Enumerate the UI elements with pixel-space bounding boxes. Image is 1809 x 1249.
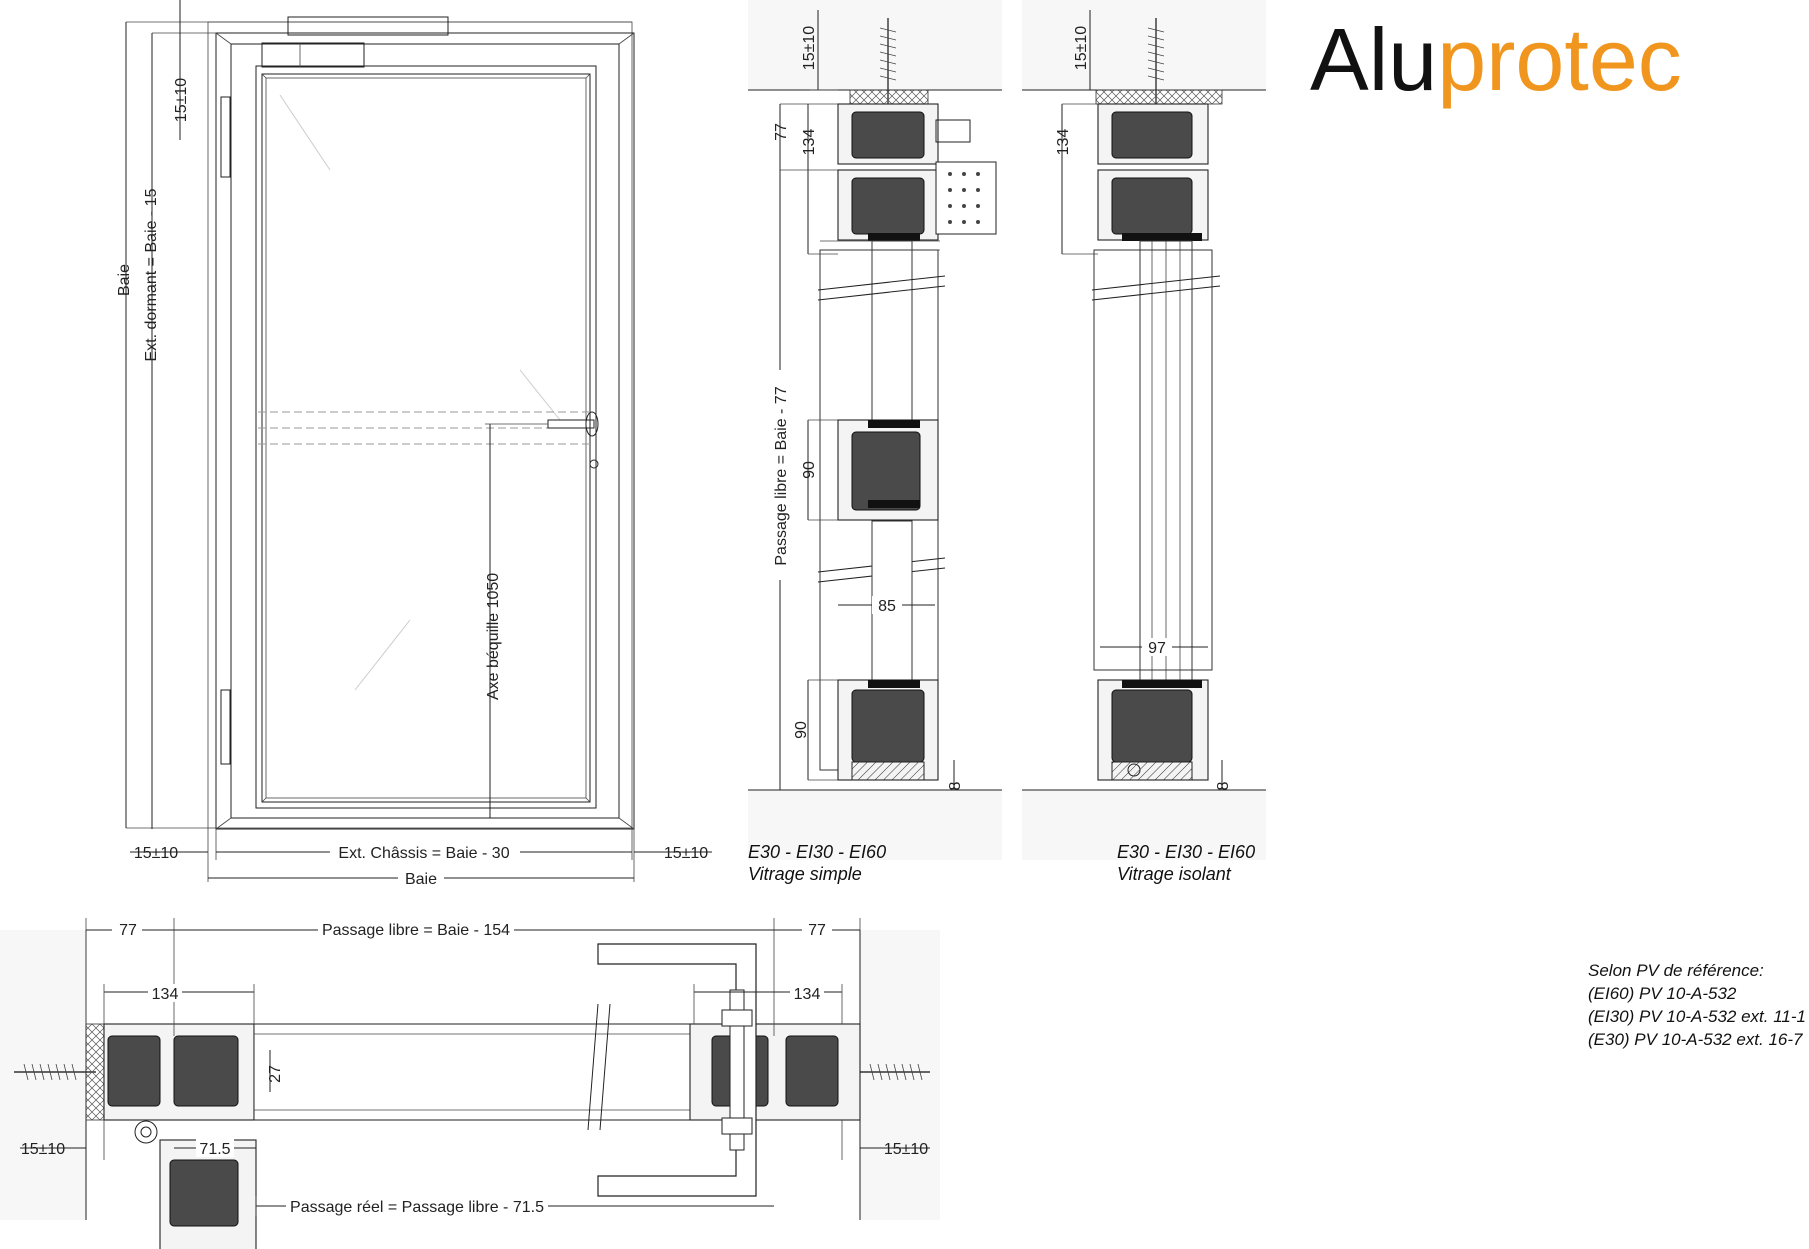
- svg-text:Aluprotec: Aluprotec: [1310, 10, 1682, 109]
- plan-passage-libre: Passage libre = Baie - 154: [322, 922, 510, 939]
- simple-dim-90-mid: 90: [801, 461, 818, 479]
- isolant-dim-134: 134: [1055, 129, 1072, 156]
- reference-note: Selon PV de référence: (EI60) PV 10-A-53…: [1588, 961, 1806, 1049]
- frame-profile-top: [851, 111, 925, 159]
- section-vitrage-isolant: 15±10 134 97 8 E30 - EI30 - EI60 Vitrage…: [1022, 0, 1266, 884]
- plan-dim-77-left: 77: [119, 922, 137, 939]
- logo-protec: protec: [1437, 10, 1682, 109]
- isolant-dim-15-10: 15±10: [1073, 26, 1090, 70]
- simple-dim-85: 85: [878, 598, 896, 615]
- plan-dim-15-10-left: 15±10: [21, 1141, 65, 1158]
- plan-dim-134-right: 134: [794, 986, 821, 1003]
- simple-dim-134: 134: [801, 129, 818, 156]
- wall-right: [860, 930, 940, 1220]
- ext-chassis-label: Ext. Châssis = Baie - 30: [338, 845, 509, 862]
- dim-15-10-top: 15±10: [173, 78, 190, 122]
- simple-dim-77: 77: [773, 123, 790, 141]
- plan-dim-77-right: 77: [808, 922, 826, 939]
- door-elevation: Axe béquille 1050 15±10 Baie Ext. dorman…: [116, 0, 712, 888]
- reference-title: Selon PV de référence:: [1588, 961, 1764, 980]
- aluprotec-logo: Aluprotec: [1310, 10, 1682, 109]
- plan-pull-handle: [597, 943, 757, 1197]
- dim-15-10-right: 15±10: [664, 845, 708, 862]
- floor-concrete: [748, 790, 1002, 860]
- reference-line-2: (EI30) PV 10-A-532 ext. 11-1: [1588, 1007, 1806, 1026]
- simple-caption-line2: Vitrage simple: [748, 864, 862, 884]
- logo-alu: Alu: [1310, 10, 1437, 109]
- plan-section: 77 Passage libre = Baie - 154 77 134 134…: [0, 918, 940, 1249]
- simple-dim-15-10: 15±10: [801, 26, 818, 70]
- simple-dim-90-bottom: 90: [793, 721, 810, 739]
- plan-dim-134-left: 134: [152, 986, 179, 1003]
- isolant-dim-8: 8: [1215, 781, 1232, 790]
- section-vitrage-simple: 15±10 77 134 Passage libre = Baie - 77 9…: [748, 0, 1002, 884]
- plan-dim-71-5: 71.5: [199, 1141, 230, 1158]
- isolant-caption-line1: E30 - EI30 - EI60: [1117, 842, 1255, 862]
- reference-line-1: (EI60) PV 10-A-532: [1588, 984, 1737, 1003]
- plan-frame-left: [107, 1035, 161, 1107]
- simple-dim-8: 8: [947, 781, 964, 790]
- plan-dim-15-10-right: 15±10: [884, 1141, 928, 1158]
- isolant-dim-97: 97: [1148, 640, 1166, 657]
- reference-line-3: (E30) PV 10-A-532 ext. 16-7: [1588, 1030, 1803, 1049]
- plan-leaf-left: [173, 1035, 239, 1107]
- baie-vertical-label: Baie: [116, 264, 133, 296]
- plan-frame-right: [785, 1035, 839, 1107]
- hinge-top: [220, 96, 231, 178]
- simple-caption-line1: E30 - EI30 - EI60: [748, 842, 886, 862]
- ext-dormant-label: Ext. dormant = Baie - 15: [143, 188, 160, 361]
- axe-bequille-label: Axe béquille 1050: [485, 573, 502, 700]
- dim-15-10-left: 15±10: [134, 845, 178, 862]
- baie-horizontal-label: Baie: [405, 871, 437, 888]
- ceiling-concrete: [748, 0, 1002, 90]
- plan-jamb-detail: [169, 1159, 239, 1227]
- simple-passage-libre: Passage libre = Baie - 77: [773, 386, 790, 565]
- hinge-bottom: [220, 689, 231, 765]
- plan-passage-reel: Passage réel = Passage libre - 71.5: [290, 1199, 544, 1216]
- plan-dim-27: 27: [267, 1065, 284, 1083]
- transom-profile: [851, 431, 921, 511]
- isolant-caption-line2: Vitrage isolant: [1117, 864, 1232, 884]
